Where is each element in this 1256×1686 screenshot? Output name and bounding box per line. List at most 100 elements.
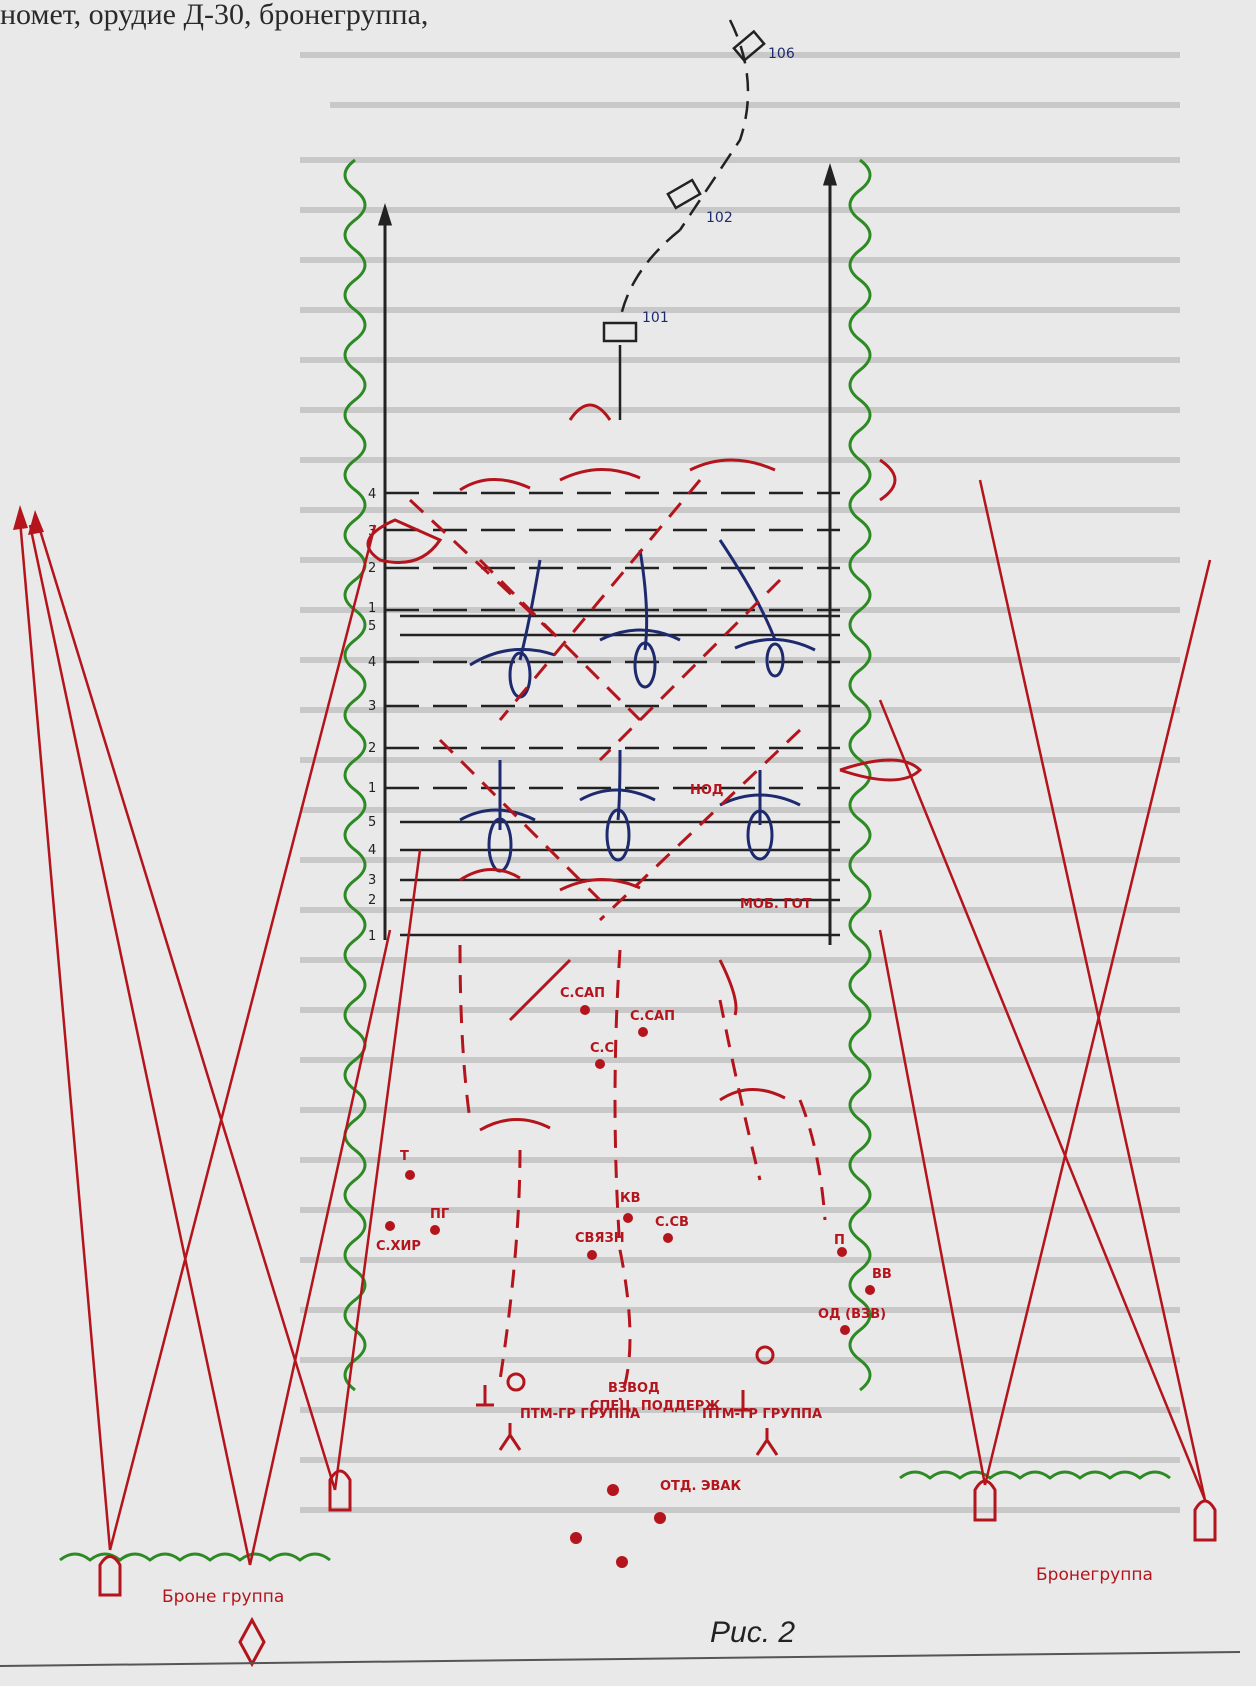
vegetation-right [848,158,872,1392]
left-pt-group [476,1372,526,1451]
armor-vehicle-icon [1193,1499,1217,1542]
point-label: СВЯЗН [575,1231,625,1246]
row-number: 2 [368,561,376,576]
loop [508,958,572,1022]
point-label: С.С [590,1041,614,1056]
bottom-rule [0,1651,1241,1667]
trench [559,468,641,482]
point-label: Т [400,1149,409,1164]
post-102-icon [666,178,702,210]
point-ssap-1: С.САП [560,986,605,1015]
post-102-label: 102 [706,210,733,226]
point-p: П [834,1233,847,1257]
point-marker [580,1005,590,1015]
point-vzvod: ВЗВОД СПЕЦ. ПОДДЕРЖ [590,1381,720,1414]
blue-units [459,539,816,873]
mob-label: МОБ. ГОТ [740,897,812,912]
point-label: ВЗВОД [608,1381,660,1396]
row-number: 5 [368,815,376,830]
point-label: ВВ [872,1267,892,1282]
point-label: ОТД. ЭВАК [660,1479,741,1494]
point-marker [837,1247,847,1257]
point-label: С.САП [560,986,605,1001]
loop [879,458,897,502]
row-number: 5 [368,619,376,634]
loop [718,959,738,1016]
trench [689,458,776,472]
route [618,19,750,420]
red-trenches [459,458,786,1132]
armor-group-left-label: Броне группа [162,1587,284,1607]
point-label: СПЕЦ. ПОДДЕРЖ [590,1399,720,1414]
post-106-label: 106 [768,46,795,62]
blue-unit [579,749,656,862]
point-marker [430,1225,440,1235]
row-number: 2 [368,741,376,756]
row-number: 4 [368,843,376,858]
point-skhir: С.ХИР [376,1221,421,1254]
row-number: 1 [368,781,376,796]
right-pt-group-label: ПТМ-ГР ГРУППА [702,1407,822,1422]
vegetation-left [343,158,367,1392]
red-dashed-paths [408,479,827,1401]
trench [479,1118,551,1132]
armor-vehicle-icon [973,1479,997,1522]
row-number: 3 [368,699,376,714]
post-102: 102 [666,178,733,226]
vegetation-ground-left [59,1552,331,1562]
point-marker [654,1512,666,1524]
point-label: ОД (ВЗВ) [818,1307,886,1322]
loop [839,758,923,782]
point-marker [840,1325,850,1335]
point-vv: ВВ [865,1267,892,1295]
post-106: 106 [732,29,795,63]
point-svyazn: СВЯЗН [575,1231,625,1260]
loop [568,403,612,421]
nod-label: НОД [690,783,724,798]
point-t: Т [400,1149,415,1180]
figure-caption: Рис. 2 [710,1616,795,1649]
post-101: 101 [602,310,669,343]
row-number: 4 [368,487,376,502]
point-marker [595,1059,605,1069]
red-loops [366,403,923,1022]
trench [459,868,521,882]
unit-points: С.САП С.САП С.С Т ПГ С.ХИР КВ СВЯЗН [376,986,892,1568]
row-number: 1 [368,929,376,944]
post-101-icon [602,321,638,343]
left-pt-group-label: ПТМ-ГР ГРУППА [520,1407,640,1422]
point-marker [385,1221,395,1231]
point-marker [663,1233,673,1243]
point-marker [616,1556,628,1568]
blue-unit [719,769,801,861]
point-od: ОД (ВЗВ) [818,1307,886,1335]
point-ssap-2: С.САП [630,1009,675,1037]
point-otd-evak: ОТД. ЭВАК [607,1479,741,1496]
right-pt-group [734,1345,779,1456]
armor-vehicle-icon [98,1555,122,1597]
point-kv: КВ [620,1191,641,1223]
blue-unit [599,549,681,689]
point-label: КВ [620,1191,641,1206]
point-label: С.ХИР [376,1239,421,1254]
blue-unit [718,539,816,678]
fire-arrowheads [13,505,44,535]
frame-lines [377,162,838,945]
header-text: номет, орудие Д-30, бронегруппа, [0,0,428,31]
pt-groups [476,1345,779,1456]
fire-lines [18,479,1212,1566]
trench [459,478,531,492]
row-number: 2 [368,893,376,908]
row-number: 1 [368,601,376,616]
armor-group-right-label: Бронегруппа [1036,1565,1153,1585]
armor-vehicle-icon [328,1469,352,1512]
point-ssv: С.СВ [655,1215,689,1243]
point-label: С.САП [630,1009,675,1024]
frame-right-arrowhead [822,162,838,186]
point-label: ПГ [430,1207,449,1222]
loop [366,518,443,564]
vegetation-ground-right [899,1470,1171,1480]
row-numbers: 4 3 2 1 5 4 3 2 1 5 4 3 2 1 [368,487,376,944]
vegetation [59,158,1171,1562]
